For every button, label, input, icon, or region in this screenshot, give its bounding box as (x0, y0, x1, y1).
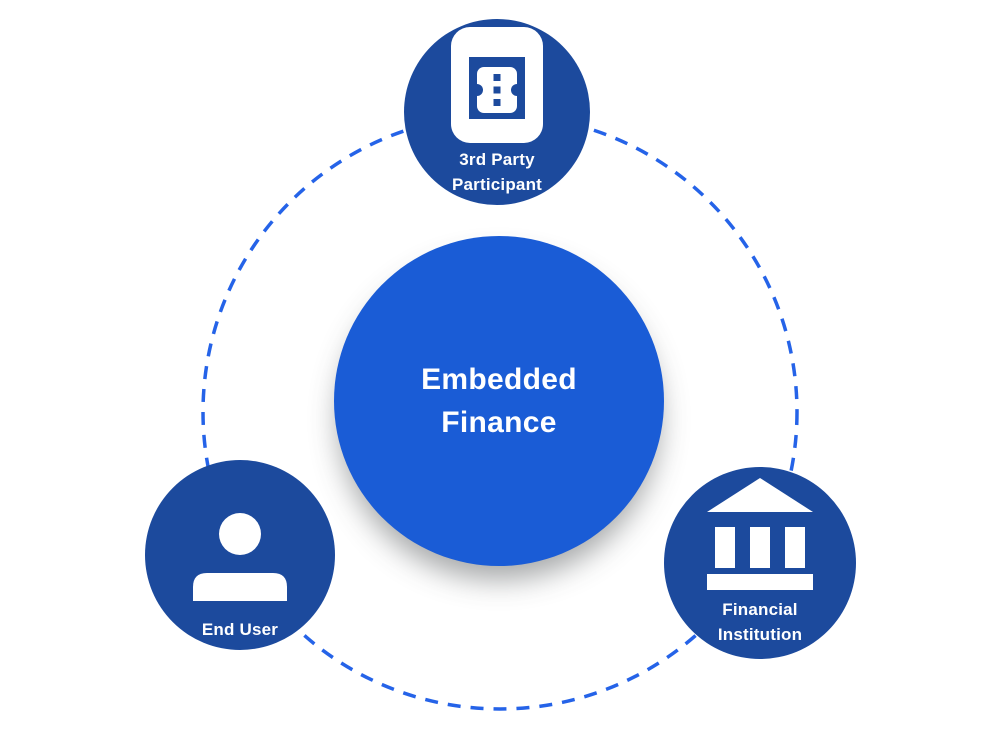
center-node-embedded-finance: Embedded Finance (334, 236, 664, 566)
node-third-party-participant: 3rd Party Participant (404, 19, 590, 205)
mobile-ticket-icon (451, 27, 543, 143)
node-label-line1: 3rd Party (459, 150, 535, 169)
node-label-line2: Participant (451, 175, 543, 194)
center-node-label-line2: Finance (441, 406, 557, 439)
center-node-label-line1: Embedded (421, 363, 577, 396)
bank-icon (707, 478, 813, 590)
node-label-line1: Financial (722, 600, 798, 619)
node-end-user: End User (145, 460, 335, 650)
node-financial-institution: Financial Institution (664, 467, 856, 659)
person-icon (193, 513, 287, 601)
node-label-line2: Institution (717, 625, 803, 644)
node-label-line1: End User (201, 620, 279, 639)
